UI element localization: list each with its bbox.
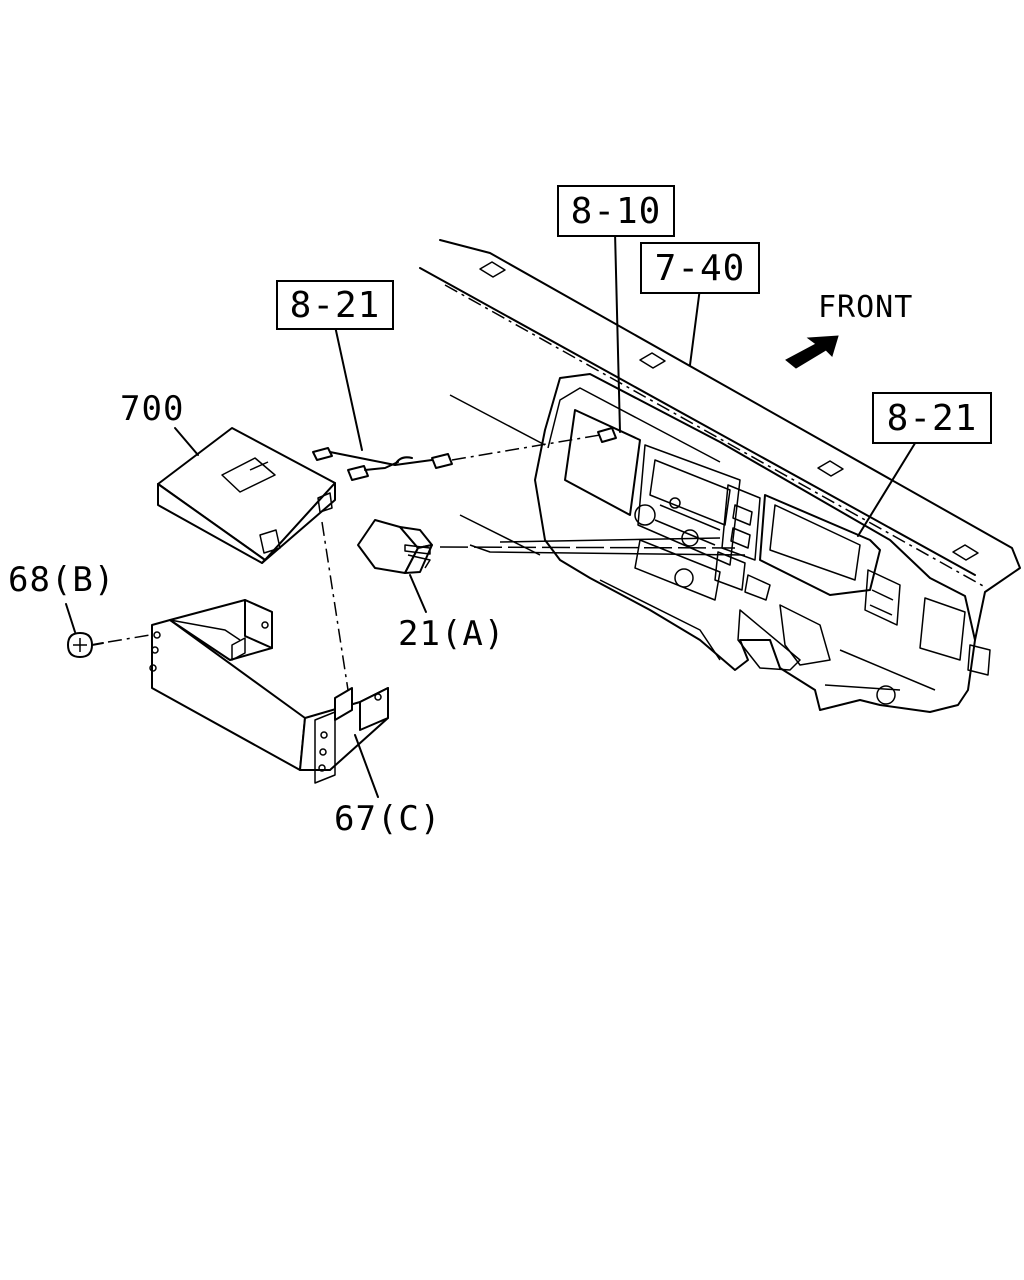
front-label: FRONT [818,290,914,325]
part-label-68b: 68(B) [8,560,116,600]
control-unit-700 [157,427,336,564]
callout-8-10: 8-10 [557,185,675,237]
bracket-67 [149,599,389,784]
part-label-21a: 21(A) [398,614,506,654]
part-label-700: 700 [120,389,185,429]
callout-8-21-harness-text: 8-21 [289,284,381,326]
front-arrow-icon [785,335,839,369]
callout-8-21-harness: 8-21 [276,280,394,330]
instrument-panel-assembly [419,239,1021,713]
switch-21 [357,519,433,574]
callout-7-40-text: 7-40 [654,247,746,289]
callout-8-10-text: 8-10 [570,190,662,232]
sub-harness [312,427,617,481]
callout-8-21-panel: 8-21 [872,392,992,444]
part-label-67c: 67(C) [334,799,442,839]
bolt-68 [67,632,104,658]
callout-8-21-panel-text: 8-21 [886,397,978,439]
callout-7-40: 7-40 [640,242,760,294]
